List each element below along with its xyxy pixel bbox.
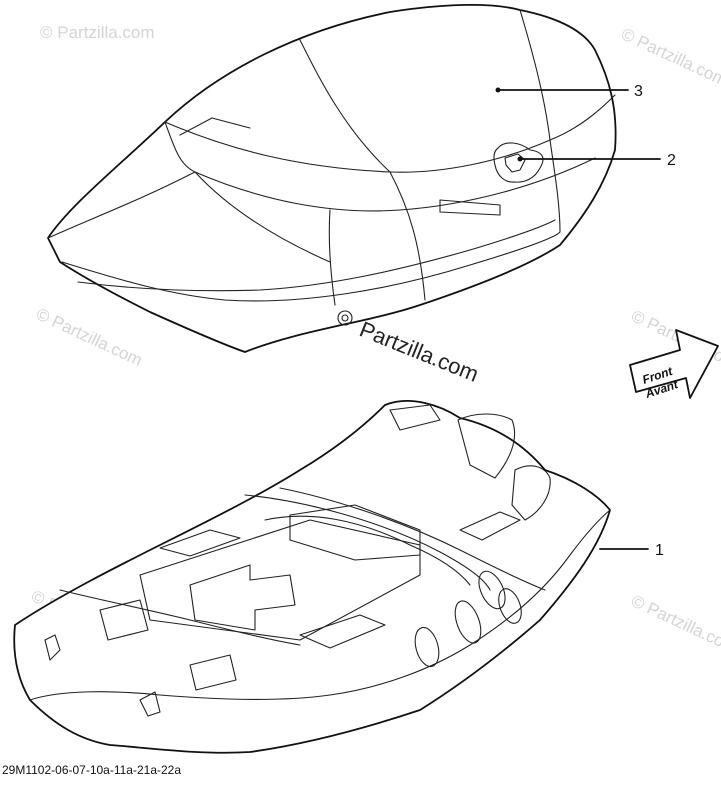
seat-cover-seam-1 (164, 94, 616, 173)
seat-base-outline (13, 400, 611, 754)
seat-base-slot-6 (189, 654, 237, 691)
seat-base-bumper-1 (414, 626, 440, 668)
seat-base-slot-5 (99, 599, 149, 641)
seat-cover-seam-6 (194, 171, 331, 263)
leader-dot-2 (517, 156, 523, 162)
seat-base-center-panel (139, 519, 421, 641)
leader-dot-3 (495, 87, 501, 93)
seat-base-strap-1 (264, 515, 471, 586)
seat-base-rim (29, 509, 611, 701)
callout-3: 3 (634, 83, 643, 100)
seat-base-rib-1 (59, 589, 301, 646)
seat-base-clip-2 (139, 691, 161, 717)
seat-base-strap-2 (244, 494, 491, 591)
watermark-mid-left: © Partzilla.com (33, 304, 145, 370)
seat-cover-panel (439, 199, 501, 216)
front-direction-arrow: Front Avant (629, 329, 719, 401)
seat-cover-outline (47, 4, 617, 353)
seat-cover-seam-7 (389, 171, 426, 301)
seat-base-drawing (13, 400, 611, 754)
seat-base-center-cutout (189, 564, 296, 631)
seat-cover-seam-2 (164, 121, 596, 212)
seat-cover-seam-5 (77, 219, 556, 292)
seat-cover-drawing (47, 4, 617, 353)
callout-1: 1 (655, 542, 664, 559)
seat-base-slot-4 (389, 404, 441, 431)
direction-arrow-shape (629, 329, 719, 399)
seat-base-clip-1 (44, 634, 61, 661)
seat-cover-seam-4 (61, 231, 561, 302)
seat-base-tower-1 (457, 413, 516, 479)
watermark-top-right: © Partzilla.com (618, 24, 721, 90)
seat-base-bumper-4 (498, 588, 522, 624)
seat-cover-seam-11 (179, 117, 251, 136)
seat-base-rib-2 (279, 487, 546, 591)
seat-cover-grommet-inner (504, 153, 526, 173)
seat-cover-grommet-outline (493, 142, 544, 183)
seat-base-bumper-2 (454, 600, 482, 644)
seat-cover-latch-ring (337, 310, 353, 326)
seat-cover-seam-9 (519, 9, 561, 233)
seat-base-slot-2 (299, 614, 386, 649)
watermark-bottom-right: © Partzilla.com (628, 591, 721, 657)
seat-base-slot-3 (459, 511, 521, 541)
watermark-center: Partzilla.com (356, 316, 482, 386)
callout-labels: 3 2 1 (634, 83, 676, 559)
seat-cover-seam-8 (299, 39, 391, 173)
seat-cover-seam-10 (328, 209, 336, 306)
seat-base-rear-panel (289, 504, 421, 561)
seat-base-slot-1 (159, 529, 241, 557)
callout-2: 2 (667, 152, 676, 169)
diagram-reference-code: 29M1102-06-07-10a-11a-21a-22a (2, 763, 182, 777)
watermark-top-left: © Partzilla.com (40, 23, 155, 42)
leader-lines (495, 87, 661, 550)
seat-base-tower-2 (511, 465, 551, 521)
seat-cover-latch-center (341, 314, 349, 322)
seat-cover-seam-3 (47, 171, 196, 239)
